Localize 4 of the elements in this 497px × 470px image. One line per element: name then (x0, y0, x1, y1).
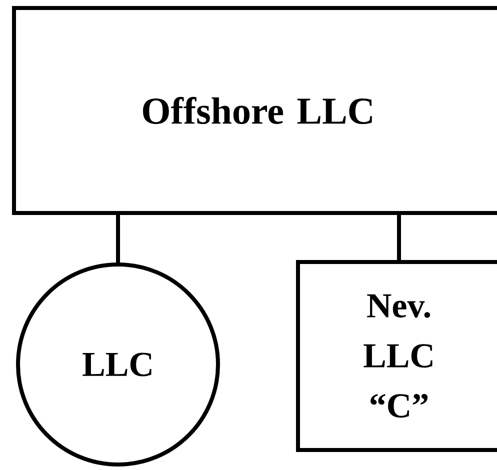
entity-box: Nev. LLC “C” (296, 260, 497, 452)
connector-line (397, 214, 401, 260)
entity-box: Offshore LLC (12, 6, 497, 215)
connector-line (116, 214, 120, 262)
